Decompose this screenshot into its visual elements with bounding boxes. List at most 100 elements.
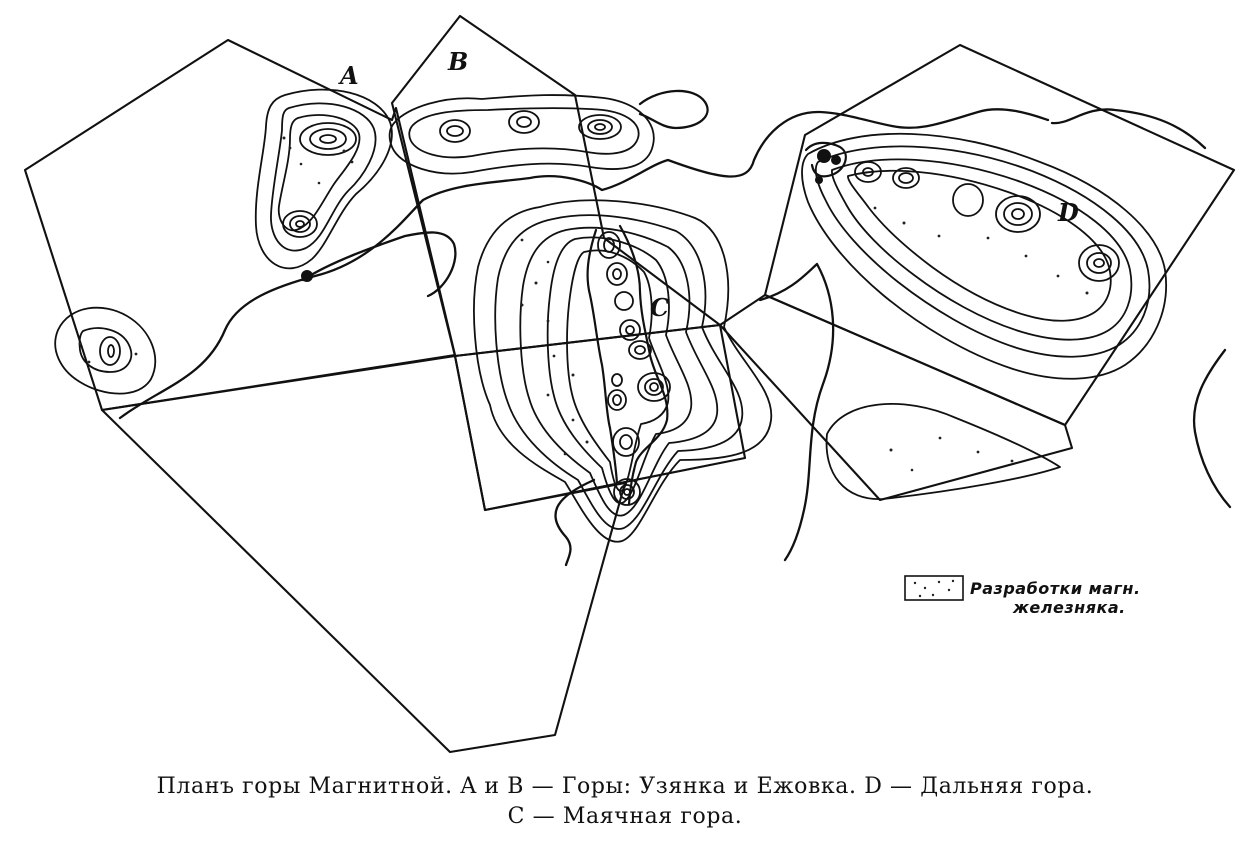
hill-c-summit-10-ring-1 [613, 478, 641, 506]
mine-dot [288, 146, 292, 150]
lower-right-stream [758, 262, 835, 562]
mine-dot [938, 436, 942, 440]
hill-d-contour-2 [814, 145, 1151, 358]
legend-dot [918, 594, 922, 598]
west-knoll-contours [54, 306, 157, 395]
hill-a-south-summit-ring-3 [295, 220, 305, 228]
hill-a-north-summit-ring-2 [309, 128, 347, 150]
hill-c-summit-3-ring-1 [614, 291, 634, 311]
hill-b-label: B [447, 47, 468, 76]
hill-d-summit-5-ring-2 [1086, 252, 1112, 274]
plot-b-polygon [390, 14, 722, 358]
hill-a-south-summit-ring-2 [289, 215, 311, 233]
mine-dot [342, 149, 346, 153]
mine-dot [986, 236, 990, 240]
north-stream [638, 89, 709, 130]
hill-c-contour-3 [519, 226, 719, 517]
mine-dot [87, 360, 91, 364]
hill-c-summit-4-ring-2 [625, 325, 635, 335]
hill-c-contour-4 [546, 236, 693, 505]
caption-line-2: C — Маячная гора. [507, 804, 743, 829]
hill-d-summit-3-ring-1 [952, 183, 984, 217]
hill-c-summit-10-ring-2 [619, 484, 635, 500]
hill-d-label: D [1057, 198, 1079, 227]
rivers [118, 89, 1232, 567]
hill-c-summit-10-ring-3 [623, 488, 631, 496]
mine-dot [910, 468, 914, 472]
hill-a-contour-outer [254, 88, 393, 270]
mine-dot [134, 352, 138, 356]
legend-label-line-2: железняка. [1012, 598, 1126, 617]
mine-dot [1010, 459, 1014, 463]
mine-dot [520, 303, 524, 307]
mine-dot [1056, 274, 1060, 278]
map-caption: Планъ горы Магнитной. A и B — Горы: Узян… [0, 772, 1250, 832]
hill-d-summit-2-ring-1 [892, 167, 920, 189]
hill-d-summit-5-ring-3 [1093, 258, 1105, 268]
plot-lower-southwest [100, 354, 627, 754]
hill-d-contour-4 [847, 169, 1112, 322]
hill-c-contour-5 [566, 249, 670, 492]
main-river [118, 108, 1050, 420]
hill-c-summit-6-ring-1 [637, 372, 671, 402]
hill-b-east-summit-ring-2 [587, 119, 613, 135]
hill-d-summit-1-ring-1 [854, 161, 882, 183]
hill-a-label: A [338, 61, 359, 90]
mine-dot [571, 373, 575, 377]
hill-c-summit-9-ring-2 [619, 434, 633, 450]
survey-point [301, 270, 313, 282]
mine-dot [563, 452, 567, 456]
hill-c-summit-2-ring-1 [606, 262, 628, 286]
map-legend: Разработки магн. железняка. [904, 575, 1141, 617]
survey-plots [23, 14, 1236, 754]
hill-b-contour-2 [408, 107, 640, 159]
hill-c-summit-9-ring-1 [612, 427, 640, 457]
mine-dot [902, 221, 906, 225]
northeast-stream [1050, 108, 1207, 150]
legend-mine-swatch [904, 575, 964, 601]
hill-labels: A B C D [338, 47, 1079, 322]
mine-dot [299, 162, 303, 166]
map-points [301, 149, 841, 282]
right-stream [1192, 348, 1232, 509]
hill-a-south-summit-ring-1 [282, 210, 318, 238]
legend-label-line-1: Разработки магн. [970, 579, 1141, 598]
legend-dot [937, 580, 941, 584]
hill-a-contour-3 [277, 114, 361, 232]
left-inlet [301, 231, 457, 298]
hill-c-summit-8-ring-2 [612, 394, 622, 406]
hill-c-contour-outer [473, 199, 773, 543]
hill-c-summit-6-ring-3 [649, 382, 659, 392]
mine-dot [1085, 291, 1089, 295]
mine-dot [282, 136, 286, 140]
mine-dot [546, 260, 550, 264]
hill-c-summit-4-ring-1 [619, 319, 641, 341]
mine-dot [552, 354, 556, 358]
mine-dot [78, 342, 82, 346]
mine-dot [546, 319, 550, 323]
mine-workings-stipple [78, 136, 1089, 472]
mine-dot [317, 181, 321, 185]
mine-dot [571, 418, 575, 422]
mine-dot [976, 450, 980, 454]
mine-dot [937, 234, 941, 238]
mine-dot [546, 393, 550, 397]
hill-d-mine-scrawl [804, 141, 847, 178]
hill-d-contours [801, 132, 1167, 380]
hill-c-summit-1-ring-1 [597, 231, 621, 259]
mine-dot [873, 206, 877, 210]
hill-d-contour-outer [801, 132, 1167, 380]
west-knoll-contour-outer [54, 306, 157, 395]
hill-c-summit-5-ring-2 [634, 345, 646, 355]
legend-dot [951, 579, 955, 583]
plot-d-polygon [763, 43, 1236, 427]
hill-d-summit-4-ring-3 [1011, 208, 1025, 220]
mine-dot [520, 238, 524, 242]
hill-c-summit-2-ring-2 [612, 268, 622, 280]
hill-c-summit-7-ring-1 [611, 373, 623, 387]
hill-c-summit-6-ring-2 [644, 378, 664, 396]
hill-b-contour-outer [388, 94, 655, 175]
plot-southeast-wedge [718, 293, 1074, 502]
legend-dot [931, 593, 935, 597]
hill-d-summit-5-ring-1 [1078, 244, 1120, 282]
